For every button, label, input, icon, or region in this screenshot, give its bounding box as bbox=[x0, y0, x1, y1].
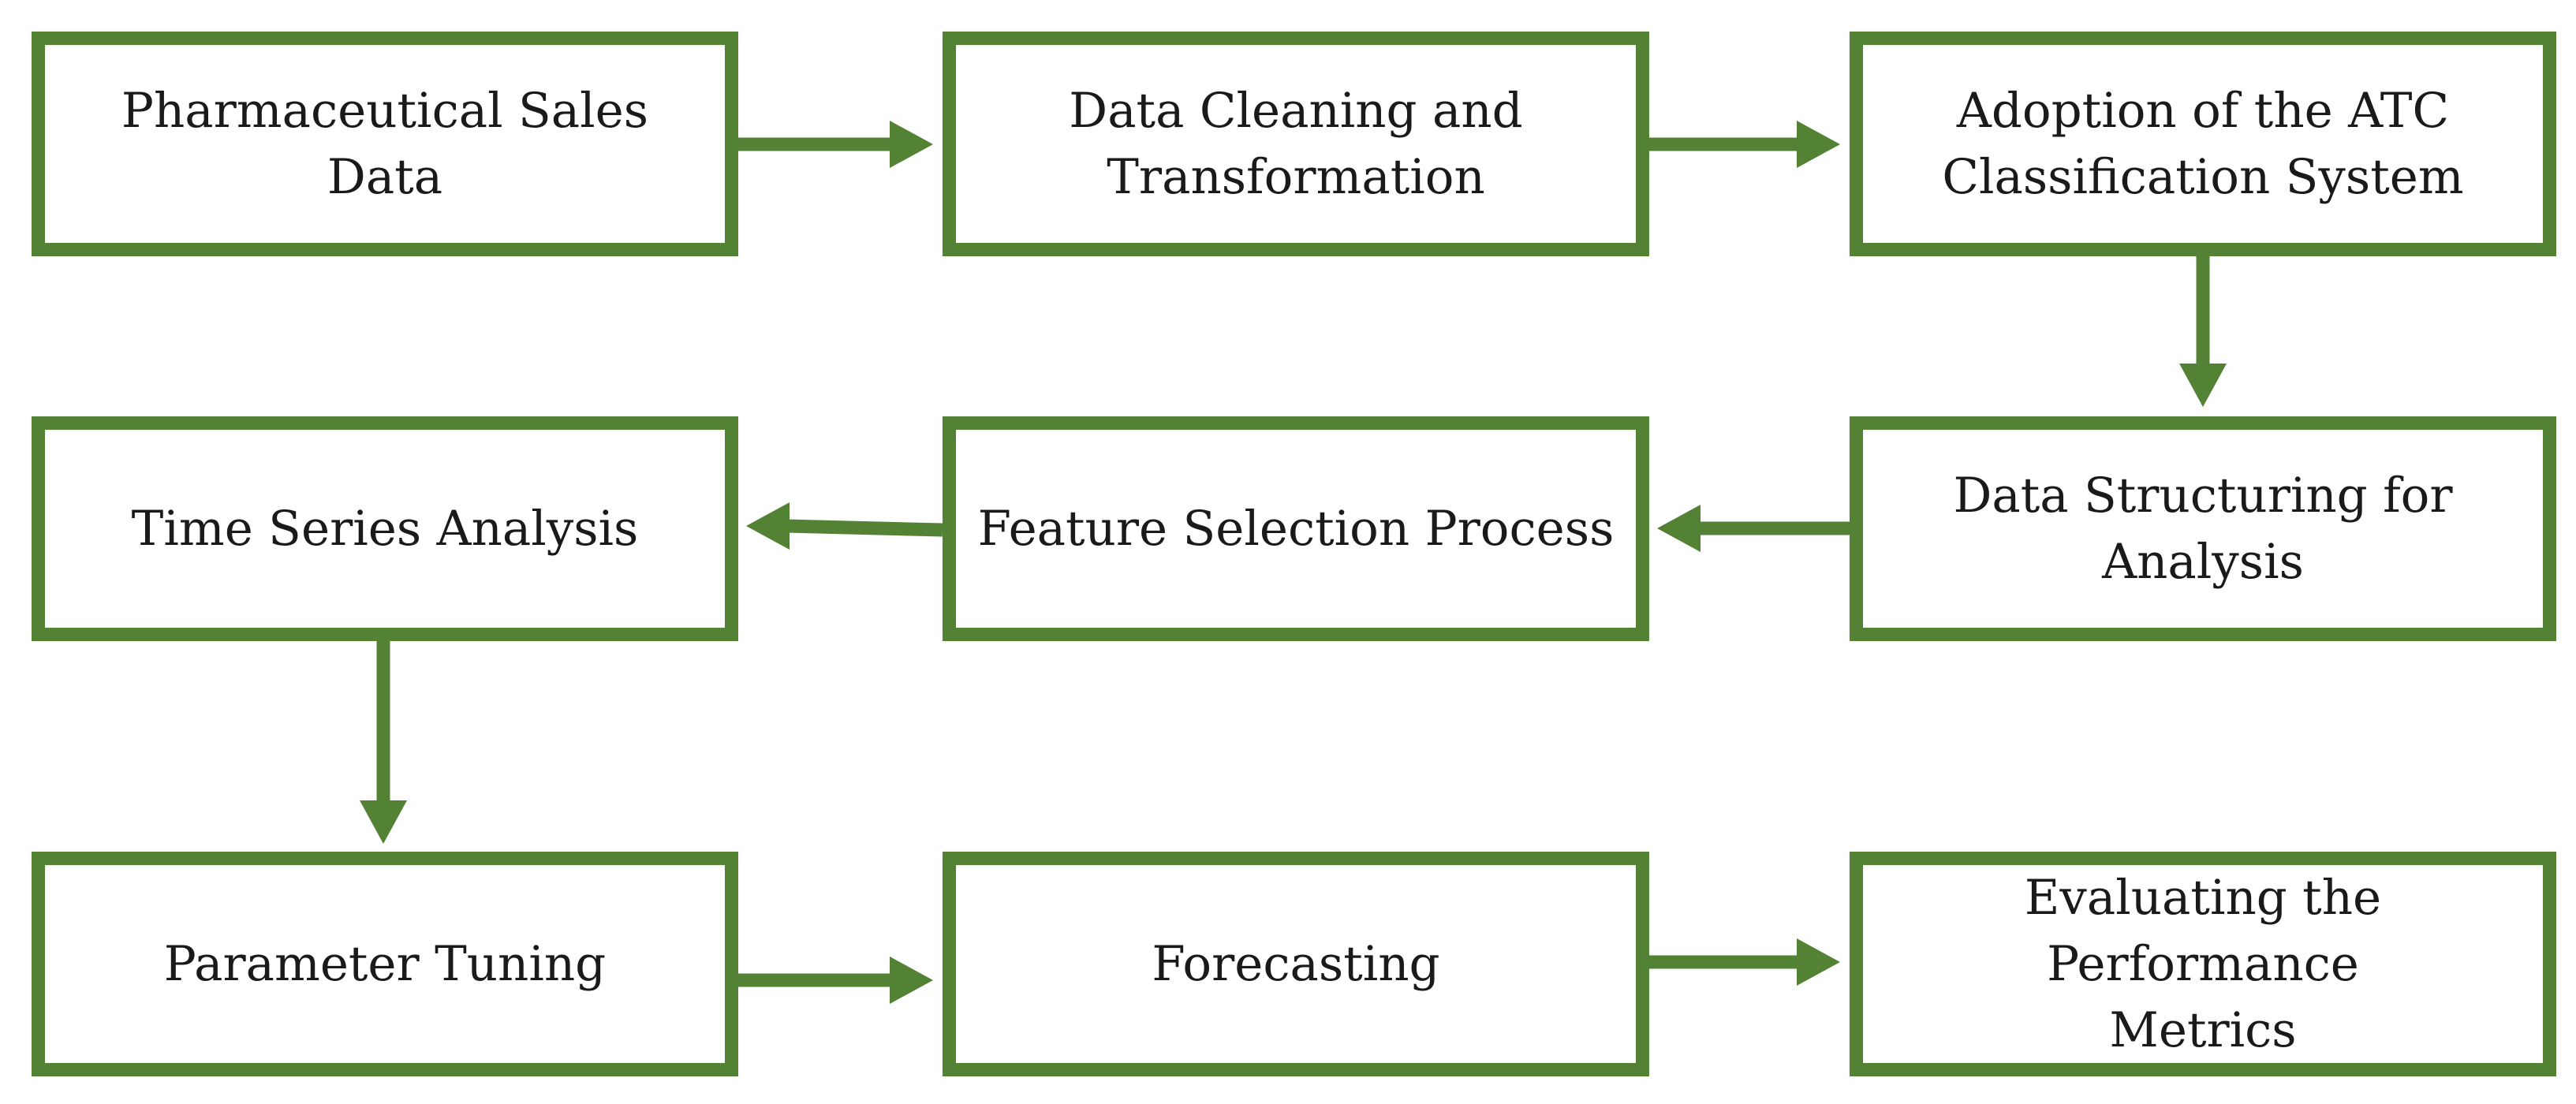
arrowhead-down-1 bbox=[2179, 364, 2227, 407]
arrow-feature-to-timeseries bbox=[785, 519, 943, 537]
arrowhead-left-2 bbox=[746, 502, 790, 550]
arrowhead-down-2 bbox=[360, 800, 407, 844]
box-label: Pharmaceutical Sales Data bbox=[121, 82, 649, 205]
box-pharmaceutical-sales-data: Pharmaceutical Sales Data bbox=[32, 32, 738, 256]
box-label: Data Cleaning and Transformation bbox=[1069, 82, 1523, 205]
box-label: Data Structuring for Analysis bbox=[1953, 467, 2453, 590]
arrowhead-right-3 bbox=[890, 957, 933, 1004]
box-label: Time Series Analysis bbox=[131, 500, 639, 557]
box-label: Forecasting bbox=[1152, 935, 1440, 992]
box-data-cleaning: Data Cleaning and Transformation bbox=[943, 32, 1649, 256]
box-label: Feature Selection Process bbox=[977, 500, 1615, 557]
arrowhead-left-1 bbox=[1657, 505, 1701, 552]
arrowhead-right-2 bbox=[1797, 121, 1840, 168]
box-label: Adoption of the ATC Classification Syste… bbox=[1942, 82, 2464, 205]
arrowhead-right-1 bbox=[890, 121, 933, 168]
box-data-structuring: Data Structuring for Analysis bbox=[1850, 416, 2556, 641]
box-time-series-analysis: Time Series Analysis bbox=[32, 416, 738, 641]
box-label: Parameter Tuning bbox=[163, 935, 607, 992]
box-parameter-tuning: Parameter Tuning bbox=[32, 852, 738, 1076]
box-forecasting: Forecasting bbox=[943, 852, 1649, 1076]
box-feature-selection: Feature Selection Process bbox=[943, 416, 1649, 641]
box-evaluating-performance: Evaluating the Performance Metrics bbox=[1850, 852, 2556, 1076]
box-atc-adoption: Adoption of the ATC Classification Syste… bbox=[1850, 32, 2556, 256]
arrowhead-right-4 bbox=[1797, 938, 1840, 986]
box-label: Evaluating the Performance Metrics bbox=[2024, 869, 2382, 1058]
